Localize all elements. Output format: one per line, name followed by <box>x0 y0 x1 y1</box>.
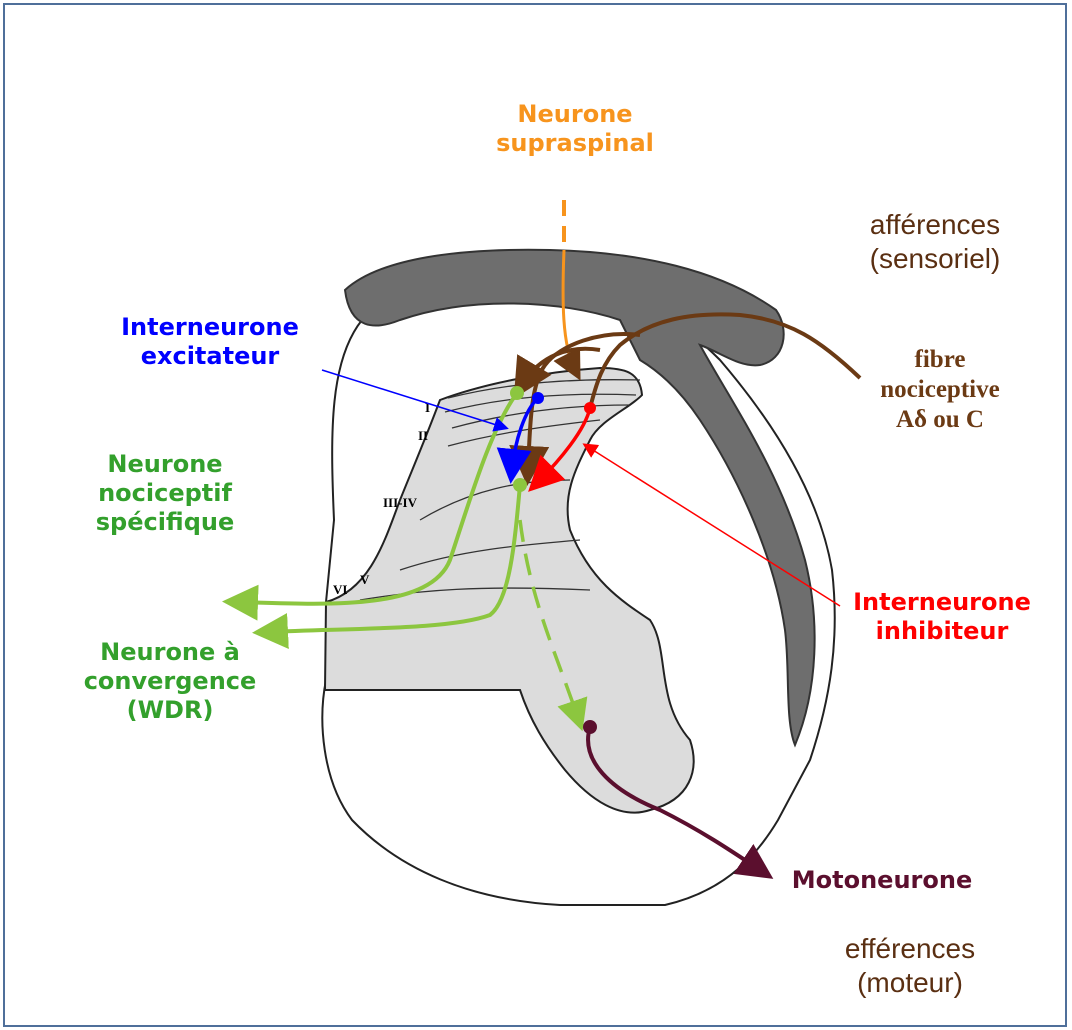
nociceptive-specific-soma <box>510 386 524 400</box>
lamina-VI-label: VI <box>333 582 347 597</box>
label-wdr-line1: Neurone à <box>55 638 285 667</box>
label-fibre-line3: Aδ ou C <box>845 405 1035 435</box>
label-eff-line2: (moteur) <box>810 966 1010 1000</box>
label-interneurone-excitateur: Interneurone excitateur <box>80 313 340 371</box>
label-wdr-line2: convergence <box>55 667 285 696</box>
label-exc-line1: Interneurone <box>80 313 340 342</box>
label-motoneurone: Motoneurone <box>762 866 1002 895</box>
label-neurone-nociceptif: Neurone nociceptif spécifique <box>70 450 260 536</box>
label-noci-line1: Neurone <box>70 450 260 479</box>
lamina-III-IV-label: III-IV <box>383 495 418 510</box>
label-noci-line3: spécifique <box>70 508 260 537</box>
label-exc-line2: excitateur <box>80 342 340 371</box>
label-wdr-line3: (WDR) <box>55 696 285 725</box>
inhibitory-soma <box>584 402 596 414</box>
lamina-II-label: II <box>418 428 428 443</box>
label-afferences: afférences (sensoriel) <box>830 208 1040 275</box>
label-supraspinal-line1: Neurone <box>485 100 665 129</box>
label-noci-line2: nociceptif <box>70 479 260 508</box>
label-fibre-line2: nociceptive <box>845 375 1035 405</box>
label-fibre-nociceptive: fibre nociceptive Aδ ou C <box>845 345 1035 435</box>
wdr-soma <box>513 478 527 492</box>
label-supraspinal: Neurone supraspinal <box>485 100 665 158</box>
label-neurone-convergence: Neurone à convergence (WDR) <box>55 638 285 724</box>
label-efferences: efférences (moteur) <box>810 932 1010 999</box>
label-interneurone-inhibiteur: Interneurone inhibiteur <box>822 588 1062 646</box>
label-inh-line1: Interneurone <box>822 588 1062 617</box>
label-fibre-line1: fibre <box>845 345 1035 375</box>
label-afferences-line1: afférences <box>830 208 1040 242</box>
label-supraspinal-line2: supraspinal <box>485 129 665 158</box>
label-eff-line1: efférences <box>810 932 1010 966</box>
lamina-V-label: V <box>360 572 370 587</box>
label-inh-line2: inhibiteur <box>822 617 1062 646</box>
label-afferences-line2: (sensoriel) <box>830 242 1040 276</box>
excitatory-soma <box>532 392 544 404</box>
